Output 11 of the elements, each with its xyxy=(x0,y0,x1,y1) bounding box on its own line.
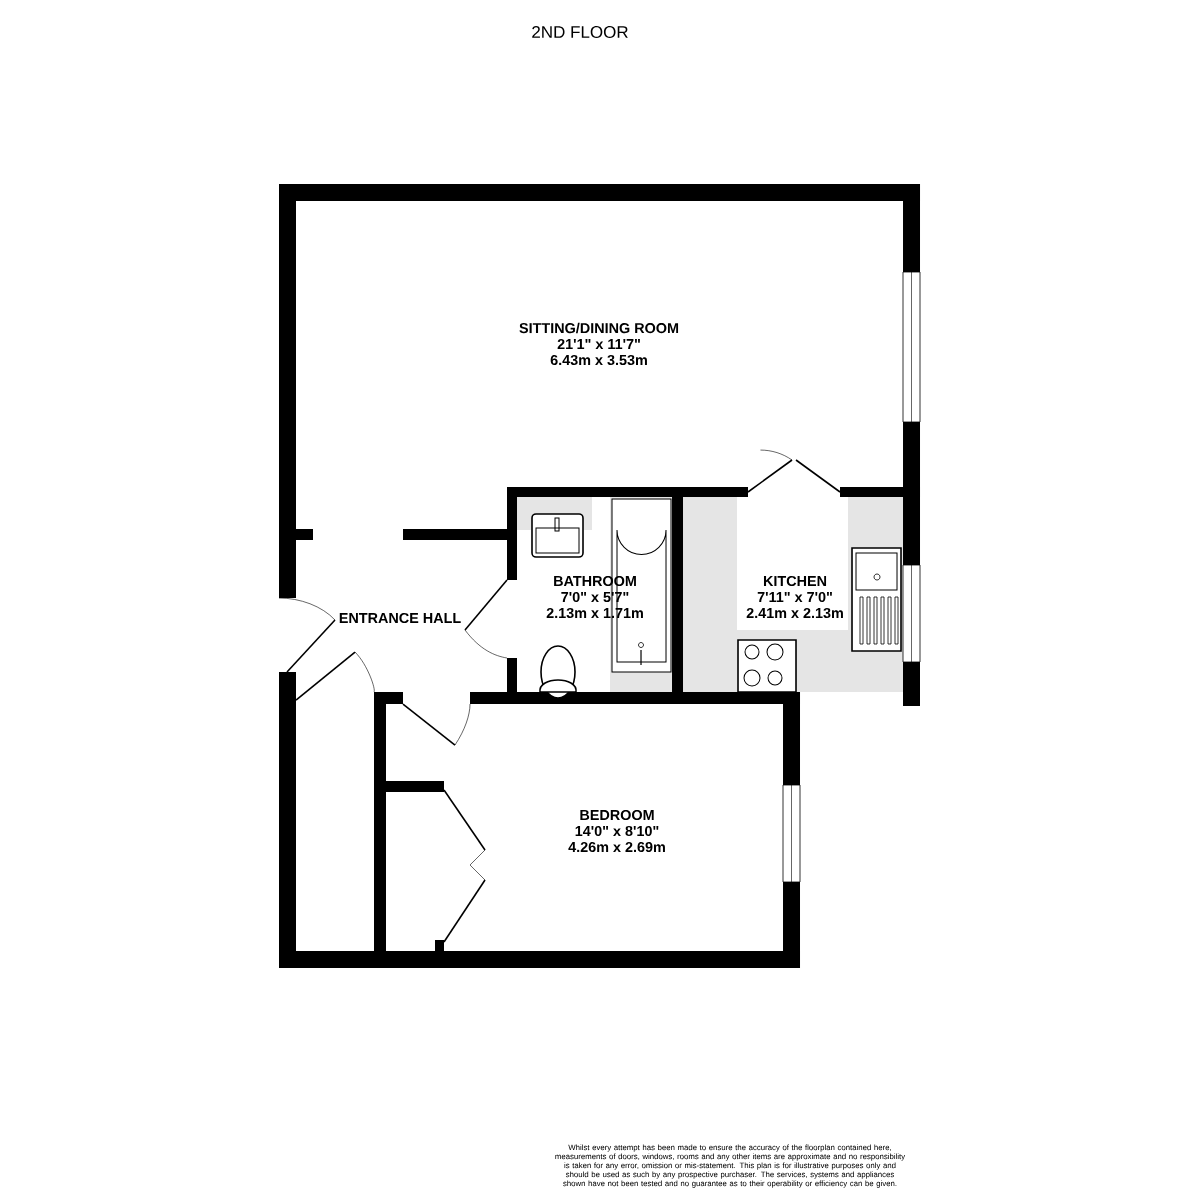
room-dimensions: 4.26m x 2.69m xyxy=(568,841,665,853)
room-name: SITTING/DINING ROOM xyxy=(519,322,679,334)
room-name: BEDROOM xyxy=(580,809,654,821)
floor-title: 2ND FLOOR xyxy=(532,26,628,38)
room-dimensions: 21'1" x 11'7" xyxy=(557,339,640,350)
room-dimensions: 14'0" x 8'10" xyxy=(575,825,659,837)
room-dimensions: 2.41m x 2.13m xyxy=(746,607,843,619)
room-name: ENTRANCE HALL xyxy=(339,612,461,624)
room-dimensions: 7'11" x 7'0" xyxy=(757,591,832,603)
room-name: KITCHEN xyxy=(764,575,827,587)
room-dimensions: 6.43m x 3.53m xyxy=(550,354,647,366)
